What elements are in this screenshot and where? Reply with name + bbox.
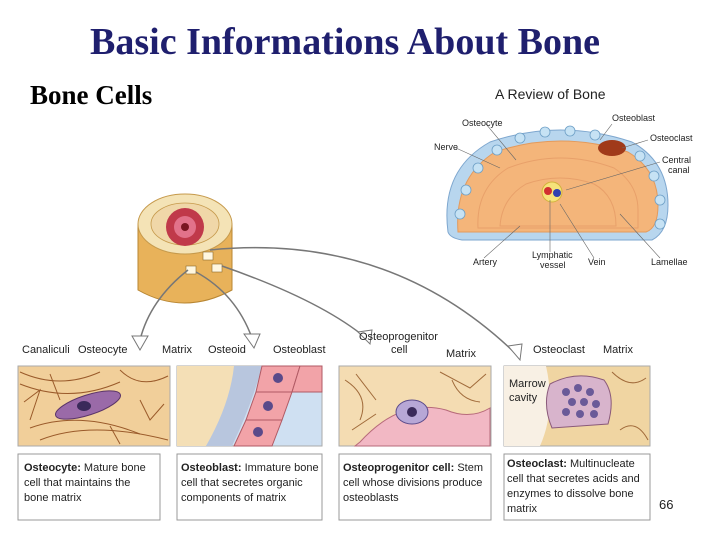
caption-osteoblast: Osteoblast: Immature bone cell that secr… — [176, 453, 323, 521]
caption-line: Mature bone — [84, 462, 146, 474]
label-canaliculi: Canaliculi — [22, 344, 70, 356]
caption-osteoprogenitor: Osteoprogenitor cell: Stem cell whose di… — [338, 453, 492, 521]
caption-line: components of matrix — [181, 492, 287, 504]
slide-title: Basic Informations About Bone — [90, 21, 600, 63]
caption-line: bone matrix — [24, 492, 82, 504]
label-central-canal-1: Central — [662, 155, 691, 165]
svg-text:Osteoclast: Multinucleate: Osteoclast: Multinucleate — [507, 458, 635, 470]
label-marrow-cavity-2: cavity — [509, 392, 538, 404]
label-central-canal-2: canal — [668, 165, 690, 175]
label-osteoblast-review: Osteoblast — [612, 113, 656, 123]
caption-line: cell that secretes organic — [181, 477, 303, 489]
caption-line: cell whose divisions produce — [343, 477, 482, 489]
label-osteoprogenitor-1: Osteoprogenitor — [359, 331, 438, 343]
label-osteoclast: Osteoclast — [533, 344, 585, 356]
osteoclast-cell — [598, 140, 626, 156]
label-lamellae: Lamellae — [651, 257, 688, 267]
panel-osteoblast-image — [176, 365, 323, 447]
caption-line: Stem — [457, 462, 483, 474]
review-title: A Review of Bone — [495, 86, 606, 102]
label-matrix-3: Matrix — [603, 344, 633, 356]
caption-line: cell that maintains the — [24, 477, 130, 489]
caption-term: Osteocyte: — [24, 462, 81, 474]
label-osteoid: Osteoid — [208, 344, 246, 356]
section-heading: Bone Cells — [30, 80, 153, 110]
panel-osteocyte-image — [17, 365, 171, 447]
label-osteocyte: Osteocyte — [78, 344, 128, 356]
label-lymphatic-1: Lymphatic — [532, 250, 573, 260]
caption-line: Multinucleate — [570, 458, 635, 470]
caption-line: cell that secretes acids and — [507, 473, 640, 485]
label-vein: Vein — [588, 257, 606, 267]
caption-osteocyte: Osteocyte: Mature bone cell that maintai… — [17, 453, 161, 521]
panel-osteoclast-image — [503, 365, 651, 447]
label-marrow-cavity-1: Marrow — [509, 378, 546, 390]
label-artery: Artery — [473, 257, 498, 267]
caption-line: enzymes to dissolve bone — [507, 488, 634, 500]
bone-section-cylinder — [137, 193, 233, 304]
svg-text:Osteocyte: Mature bone: Osteocyte: Mature bone — [24, 462, 146, 474]
caption-line: osteoblasts — [343, 492, 399, 504]
label-nerve: Nerve — [434, 142, 458, 152]
connector-arrows — [139, 247, 517, 355]
label-osteoblast: Osteoblast — [273, 344, 326, 356]
label-matrix-2: Matrix — [446, 348, 476, 360]
caption-term: Osteoclast: — [507, 458, 567, 470]
label-lymphatic-2: vessel — [540, 260, 566, 270]
panel-osteoprogenitor-image — [338, 365, 492, 447]
label-osteoprogenitor-2: cell — [391, 344, 408, 356]
caption-line: Immature bone — [245, 462, 319, 474]
slide-number: 66 — [659, 497, 674, 512]
osteon-cross-section — [446, 123, 669, 259]
label-osteocyte-review: Osteocyte — [462, 118, 503, 128]
svg-text:Osteoblast: Immature bone: Osteoblast: Immature bone — [181, 462, 319, 474]
caption-term: Osteoprogenitor cell: — [343, 462, 454, 474]
svg-text:Osteoprogenitor cell: Stem: Osteoprogenitor cell: Stem — [343, 462, 483, 474]
caption-line: matrix — [507, 503, 537, 515]
caption-osteoclast: Osteoclast: Multinucleate cell that secr… — [503, 453, 651, 521]
caption-term: Osteoblast: — [181, 462, 242, 474]
label-osteoclast-review: Osteoclast — [650, 133, 693, 143]
label-matrix-1: Matrix — [162, 344, 192, 356]
